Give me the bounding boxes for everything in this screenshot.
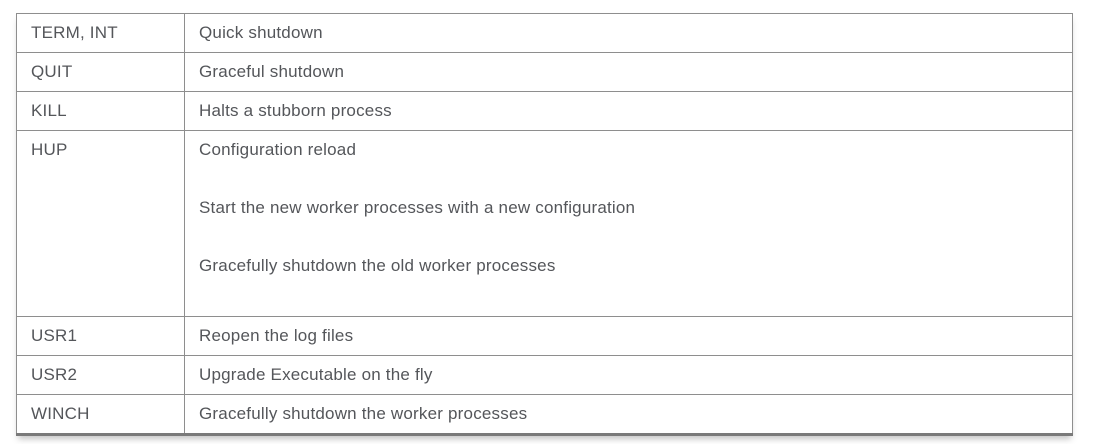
table-row: TERM, INT Quick shutdown (16, 13, 1073, 53)
description-cell: Gracefully shutdown the worker processes (184, 394, 1073, 435)
description-cell: Quick shutdown (184, 13, 1073, 53)
description-paragraph: Graceful shutdown (199, 62, 345, 81)
description-cell: Reopen the log files (184, 316, 1073, 356)
description-cell: Graceful shutdown (184, 52, 1073, 92)
table-row: WINCH Gracefully shutdown the worker proc… (16, 394, 1073, 435)
signal-cell: KILL (16, 91, 185, 131)
description-cell: Upgrade Executable on the fly (184, 355, 1073, 395)
description-paragraph: Reopen the log files (199, 326, 354, 345)
table-row: QUIT Graceful shutdown (16, 52, 1073, 92)
signal-cell: TERM, INT (16, 13, 185, 53)
signal-cell: HUP (16, 130, 185, 317)
description-paragraph: Gracefully shutdown the old worker proce… (199, 256, 556, 275)
description-paragraph: Gracefully shutdown the worker processes (199, 404, 528, 423)
table-row: KILL Halts a stubborn process (16, 91, 1073, 131)
description-paragraph: Halts a stubborn process (199, 101, 392, 120)
description-paragraph: Configuration reload (199, 140, 357, 159)
signal-cell: USR1 (16, 316, 185, 356)
description-paragraph: Quick shutdown (199, 23, 323, 42)
signal-cell: QUIT (16, 52, 185, 92)
signal-cell: USR2 (16, 355, 185, 395)
description-cell: Halts a stubborn process (184, 91, 1073, 131)
table-row: USR1 Reopen the log files (16, 316, 1073, 356)
signal-cell: WINCH (16, 394, 185, 435)
table-row: USR2 Upgrade Executable on the fly (16, 355, 1073, 395)
description-paragraph: Start the new worker processes with a ne… (199, 198, 636, 217)
description-paragraph: Upgrade Executable on the fly (199, 365, 433, 384)
